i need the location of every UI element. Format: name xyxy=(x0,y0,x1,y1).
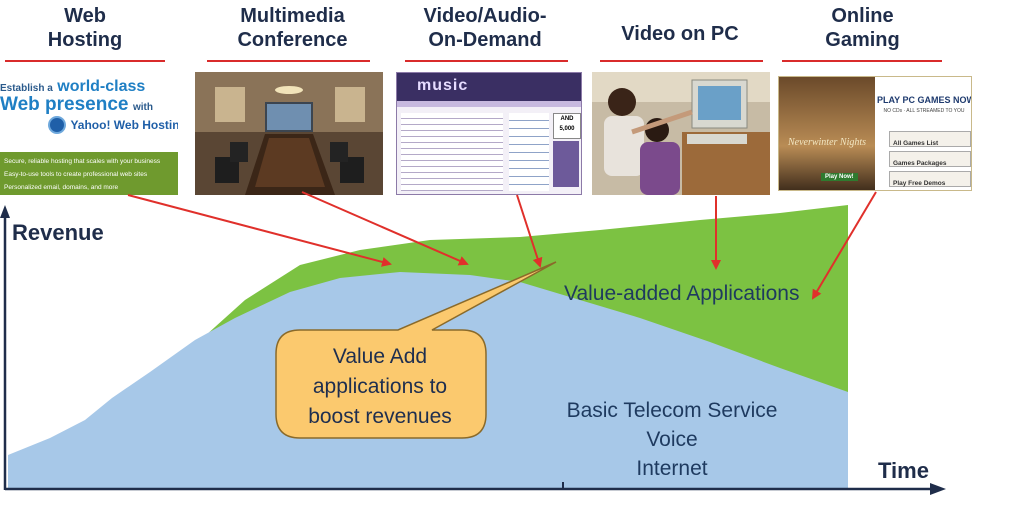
gaming-menu-label: Play Free Demos xyxy=(893,180,946,187)
category-label: Video/Audio- On-Demand xyxy=(423,5,547,51)
family-computer-photo xyxy=(592,72,770,195)
site-badge-text: AND 5,000 xyxy=(559,116,575,132)
value-added-label: Value-added Applications xyxy=(564,282,800,305)
category-video-audio-on-demand: Video/Audio- On-Demand xyxy=(400,4,570,52)
basic-service-line: Basic Telecom Service xyxy=(566,399,778,422)
callout-line: Value Add xyxy=(332,345,428,368)
category-rule xyxy=(207,60,370,62)
web-hosting-ad-image: Establish a world-class Web presence wit… xyxy=(0,72,178,195)
y-axis-label: Revenue xyxy=(12,220,104,245)
gaming-menu-label: Games Packages xyxy=(893,160,947,167)
category-web-hosting: Web Hosting xyxy=(20,4,150,52)
arrow-web-hosting xyxy=(127,194,392,267)
ad-text: with xyxy=(132,102,153,113)
conference-room-graphic xyxy=(195,72,383,195)
gaming-menu-item[interactable]: All Games List xyxy=(889,131,971,147)
arrow-video-audio-on-demand xyxy=(516,194,543,268)
basic-service-line: Internet xyxy=(636,457,708,480)
ad-bullet: Easy-to-use tools to create professional… xyxy=(4,171,148,178)
basic-service-label: Basic Telecom Service Voice Internet xyxy=(532,396,812,483)
gaming-menu-item[interactable]: Play Free Demos xyxy=(889,171,971,187)
y-axis-arrow-icon xyxy=(0,205,10,218)
arrow-multimedia-conference xyxy=(301,191,469,266)
ad-bullet: Secure, reliable hosting that scales wit… xyxy=(4,158,161,165)
category-online-gaming: Online Gaming xyxy=(790,4,935,52)
site-badge: AND 5,000 xyxy=(553,113,581,139)
game-artwork: Neverwinter Nights Play Now! xyxy=(779,77,875,190)
ad-text: world-class xyxy=(57,78,146,95)
arrow-online-gaming xyxy=(811,191,877,300)
callout-text: Value Add applications to boost revenues xyxy=(280,342,480,432)
callout-line: applications to xyxy=(312,375,448,398)
site-banner: music xyxy=(417,77,469,94)
category-rule xyxy=(405,60,568,62)
callout-bubble xyxy=(275,261,557,439)
gaming-menu-label: All Games List xyxy=(893,140,939,147)
x-axis-arrow-icon xyxy=(930,483,946,495)
category-rule xyxy=(600,60,763,62)
yahoo-logo-icon xyxy=(48,116,66,134)
ad-bullet: Personalized email, domains, and more xyxy=(4,184,119,191)
conference-room-photo xyxy=(195,72,383,195)
category-multimedia-conference: Multimedia Conference xyxy=(210,4,375,52)
gaming-subline: NO CDs · ALL STREAMED TO YOU xyxy=(883,108,965,114)
callout-line: boost revenues xyxy=(308,405,452,428)
category-label: Multimedia Conference xyxy=(237,5,348,51)
ad-text: Establish a xyxy=(0,83,53,94)
ad-text: Web presence xyxy=(0,94,129,115)
category-label: Online Gaming xyxy=(825,5,900,51)
music-site-screenshot: music AND 5,000 xyxy=(396,72,582,195)
x-axis-label: Time xyxy=(878,458,929,483)
game-title: Neverwinter Nights xyxy=(787,137,867,148)
category-label: Video on PC xyxy=(621,23,739,45)
category-video-on-pc: Video on PC xyxy=(595,22,765,46)
category-label: Web Hosting xyxy=(47,5,123,51)
category-rule xyxy=(782,60,942,62)
gaming-headline: PLAY PC GAMES NOW! xyxy=(877,95,972,105)
gaming-menu-item[interactable]: Games Packages xyxy=(889,151,971,167)
play-now-button[interactable]: Play Now! xyxy=(821,173,858,181)
ad-text: Yahoo! Web Hosting xyxy=(70,118,178,132)
online-gaming-ad: Neverwinter Nights Play Now! PLAY PC GAM… xyxy=(778,76,972,191)
category-rule xyxy=(5,60,165,62)
site-article-list xyxy=(401,113,503,191)
site-header: music xyxy=(397,73,581,101)
family-computer-graphic xyxy=(592,72,770,195)
basic-service-line: Voice xyxy=(646,428,698,451)
